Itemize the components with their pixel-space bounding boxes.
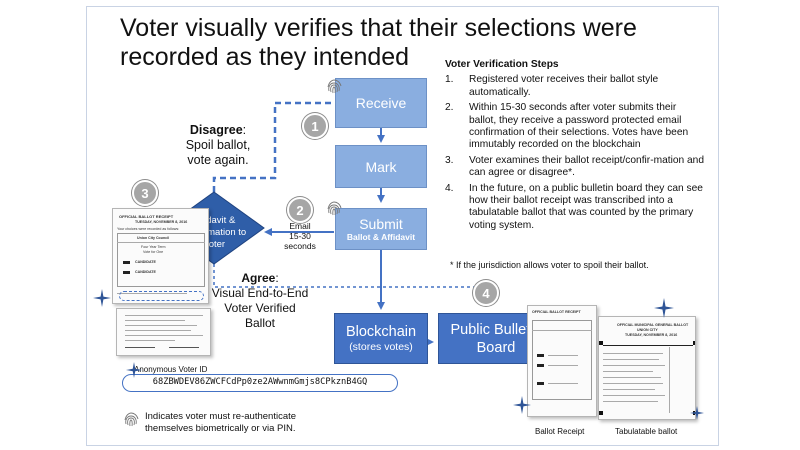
fingerprint-icon	[124, 412, 139, 427]
list-item: 4. In the future, on a public bulletin bo…	[445, 183, 705, 233]
list-item: 3. Voter examines their ballot receipt/co…	[445, 155, 705, 180]
disagree-note: Disagree: Spoil ballot, vote again.	[168, 123, 268, 168]
receipt-doc-intro: Your choices were recorded as follows:	[117, 227, 180, 231]
step-number: 2.	[445, 102, 454, 114]
step-badge-3: 3	[132, 180, 158, 206]
ballot-receipt-thumbnail: OFFICIAL BALLOT RECEIPT	[527, 305, 597, 417]
step-text: Voter examines their ballot receipt/conf…	[469, 154, 704, 179]
ballot-receipt-document: OFFICIAL BALLOT RECEIPT TUESDAY, NOVEMBE…	[112, 208, 209, 304]
mark-label: Mark	[365, 158, 397, 175]
mark-box: Mark	[335, 145, 427, 188]
tabulatable-ballot-caption: Tabulatable ballot	[615, 427, 678, 436]
voter-id-label: Anonymous Voter ID	[134, 365, 208, 374]
receipt-doc-race-sub: Four Year Term	[141, 245, 166, 249]
submit-sub-label: Ballot & Affidavit	[346, 232, 416, 242]
receipt-doc-race-sub2: Vote for One	[143, 250, 164, 254]
step-text: Within 15-30 seconds after voter submits…	[469, 102, 689, 151]
agree-note: Agree: Visual End-to-End Voter Verified …	[205, 271, 315, 331]
disagree-text-2: vote again.	[187, 153, 249, 167]
legend-text: Indicates voter must re-authenticate the…	[145, 411, 296, 435]
sparkle-star-icon	[93, 289, 111, 307]
bulletin-label: Public Bulletin Board	[450, 321, 542, 356]
email-label-group: Email 15-30 seconds	[280, 221, 320, 251]
sparkle-star-icon	[126, 362, 142, 378]
list-item: 2. Within 15-30 seconds after voter submi…	[445, 102, 705, 152]
step-badge-2: 2	[287, 197, 313, 223]
step-badge-4: 4	[473, 280, 499, 306]
tab-doc-city: UNION CITY	[637, 328, 658, 332]
email-label: Email	[289, 221, 311, 231]
disagree-label: Disagree	[189, 123, 243, 137]
blockchain-sub-label: (stores votes)	[349, 340, 413, 353]
agree-text-3: Ballot	[244, 316, 276, 330]
fingerprint-icon	[327, 201, 342, 216]
disagree-text-1: Spoil ballot,	[185, 138, 251, 152]
step-badge-1: 1	[302, 113, 328, 139]
ballot-receipt-caption: Ballot Receipt	[535, 427, 585, 436]
step-text: Registered voter receives their ballot s…	[469, 74, 659, 98]
dashed-disagree-path	[212, 99, 345, 192]
verification-steps: Voter Verification Steps 1. Registered vo…	[445, 59, 705, 235]
thumb-receipt-title: OFFICIAL BALLOT RECEIPT	[532, 310, 581, 314]
step-number: 1.	[445, 74, 454, 86]
sparkle-star-icon	[690, 406, 704, 420]
sparkle-star-icon	[654, 298, 674, 318]
receipt-doc-date: TUESDAY, NOVEMBER 8, 2016	[135, 220, 188, 224]
agree-label: Agree	[241, 271, 276, 285]
email-unit: seconds	[284, 241, 316, 251]
step-number: 4.	[445, 182, 454, 194]
steps-heading: Voter Verification Steps	[445, 59, 559, 70]
receipt-doc-candidate-2: CANDIDATE	[135, 270, 156, 274]
blockchain-label: Blockchain	[345, 323, 417, 340]
receive-box: Receive	[335, 78, 427, 128]
sparkle-star-icon	[513, 396, 531, 414]
receive-label: Receive	[355, 95, 407, 111]
steps-footnote: * If the jurisdiction allows voter to sp…	[450, 260, 649, 270]
tabulatable-ballot-thumbnail: OFFICIAL MUNICIPAL GENERAL BALLOT UNION …	[598, 316, 696, 420]
agree-text-1: Visual End-to-End	[211, 286, 309, 300]
steps-list: 1. Registered voter receives their ballot…	[445, 74, 705, 232]
blockchain-box: Blockchain (stores votes)	[334, 313, 428, 364]
agree-text-2: Voter Verified	[224, 301, 296, 315]
email-time: 15-30	[289, 231, 311, 241]
list-item: 1. Registered voter receives their ballot…	[445, 74, 705, 99]
slide-title: Voter visually verifies that their selec…	[120, 14, 637, 71]
receipt-doc-candidate-1: CANDIDATE	[135, 260, 156, 264]
tab-doc-title: OFFICIAL MUNICIPAL GENERAL BALLOT	[617, 323, 689, 327]
submit-box: Submit Ballot & Affidavit	[335, 208, 427, 250]
fingerprint-icon	[327, 79, 342, 94]
voter-id-value: 68ZBWDEV86ZWCFCdPp0ze2AWwnmGmjs8CPkznB4G…	[122, 374, 398, 392]
affidavit-label: Affidavit & Confirmation to Voter	[181, 215, 247, 250]
receipt-doc-race: Union City Council	[137, 236, 170, 240]
receipt-doc-title: OFFICIAL BALLOT RECEIPT	[119, 214, 174, 219]
legend-text-1: Indicates voter must re-authenticate	[145, 411, 297, 422]
submit-label: Submit	[359, 216, 403, 232]
legend-text-2: themselves biometrically or via PIN.	[145, 423, 296, 434]
step-number: 3.	[445, 154, 454, 166]
affidavit-document	[116, 308, 211, 356]
step-text: In the future, on a public bulletin boar…	[469, 182, 703, 231]
tab-doc-date: TUESDAY, NOVEMBER 8, 2016	[625, 333, 678, 337]
